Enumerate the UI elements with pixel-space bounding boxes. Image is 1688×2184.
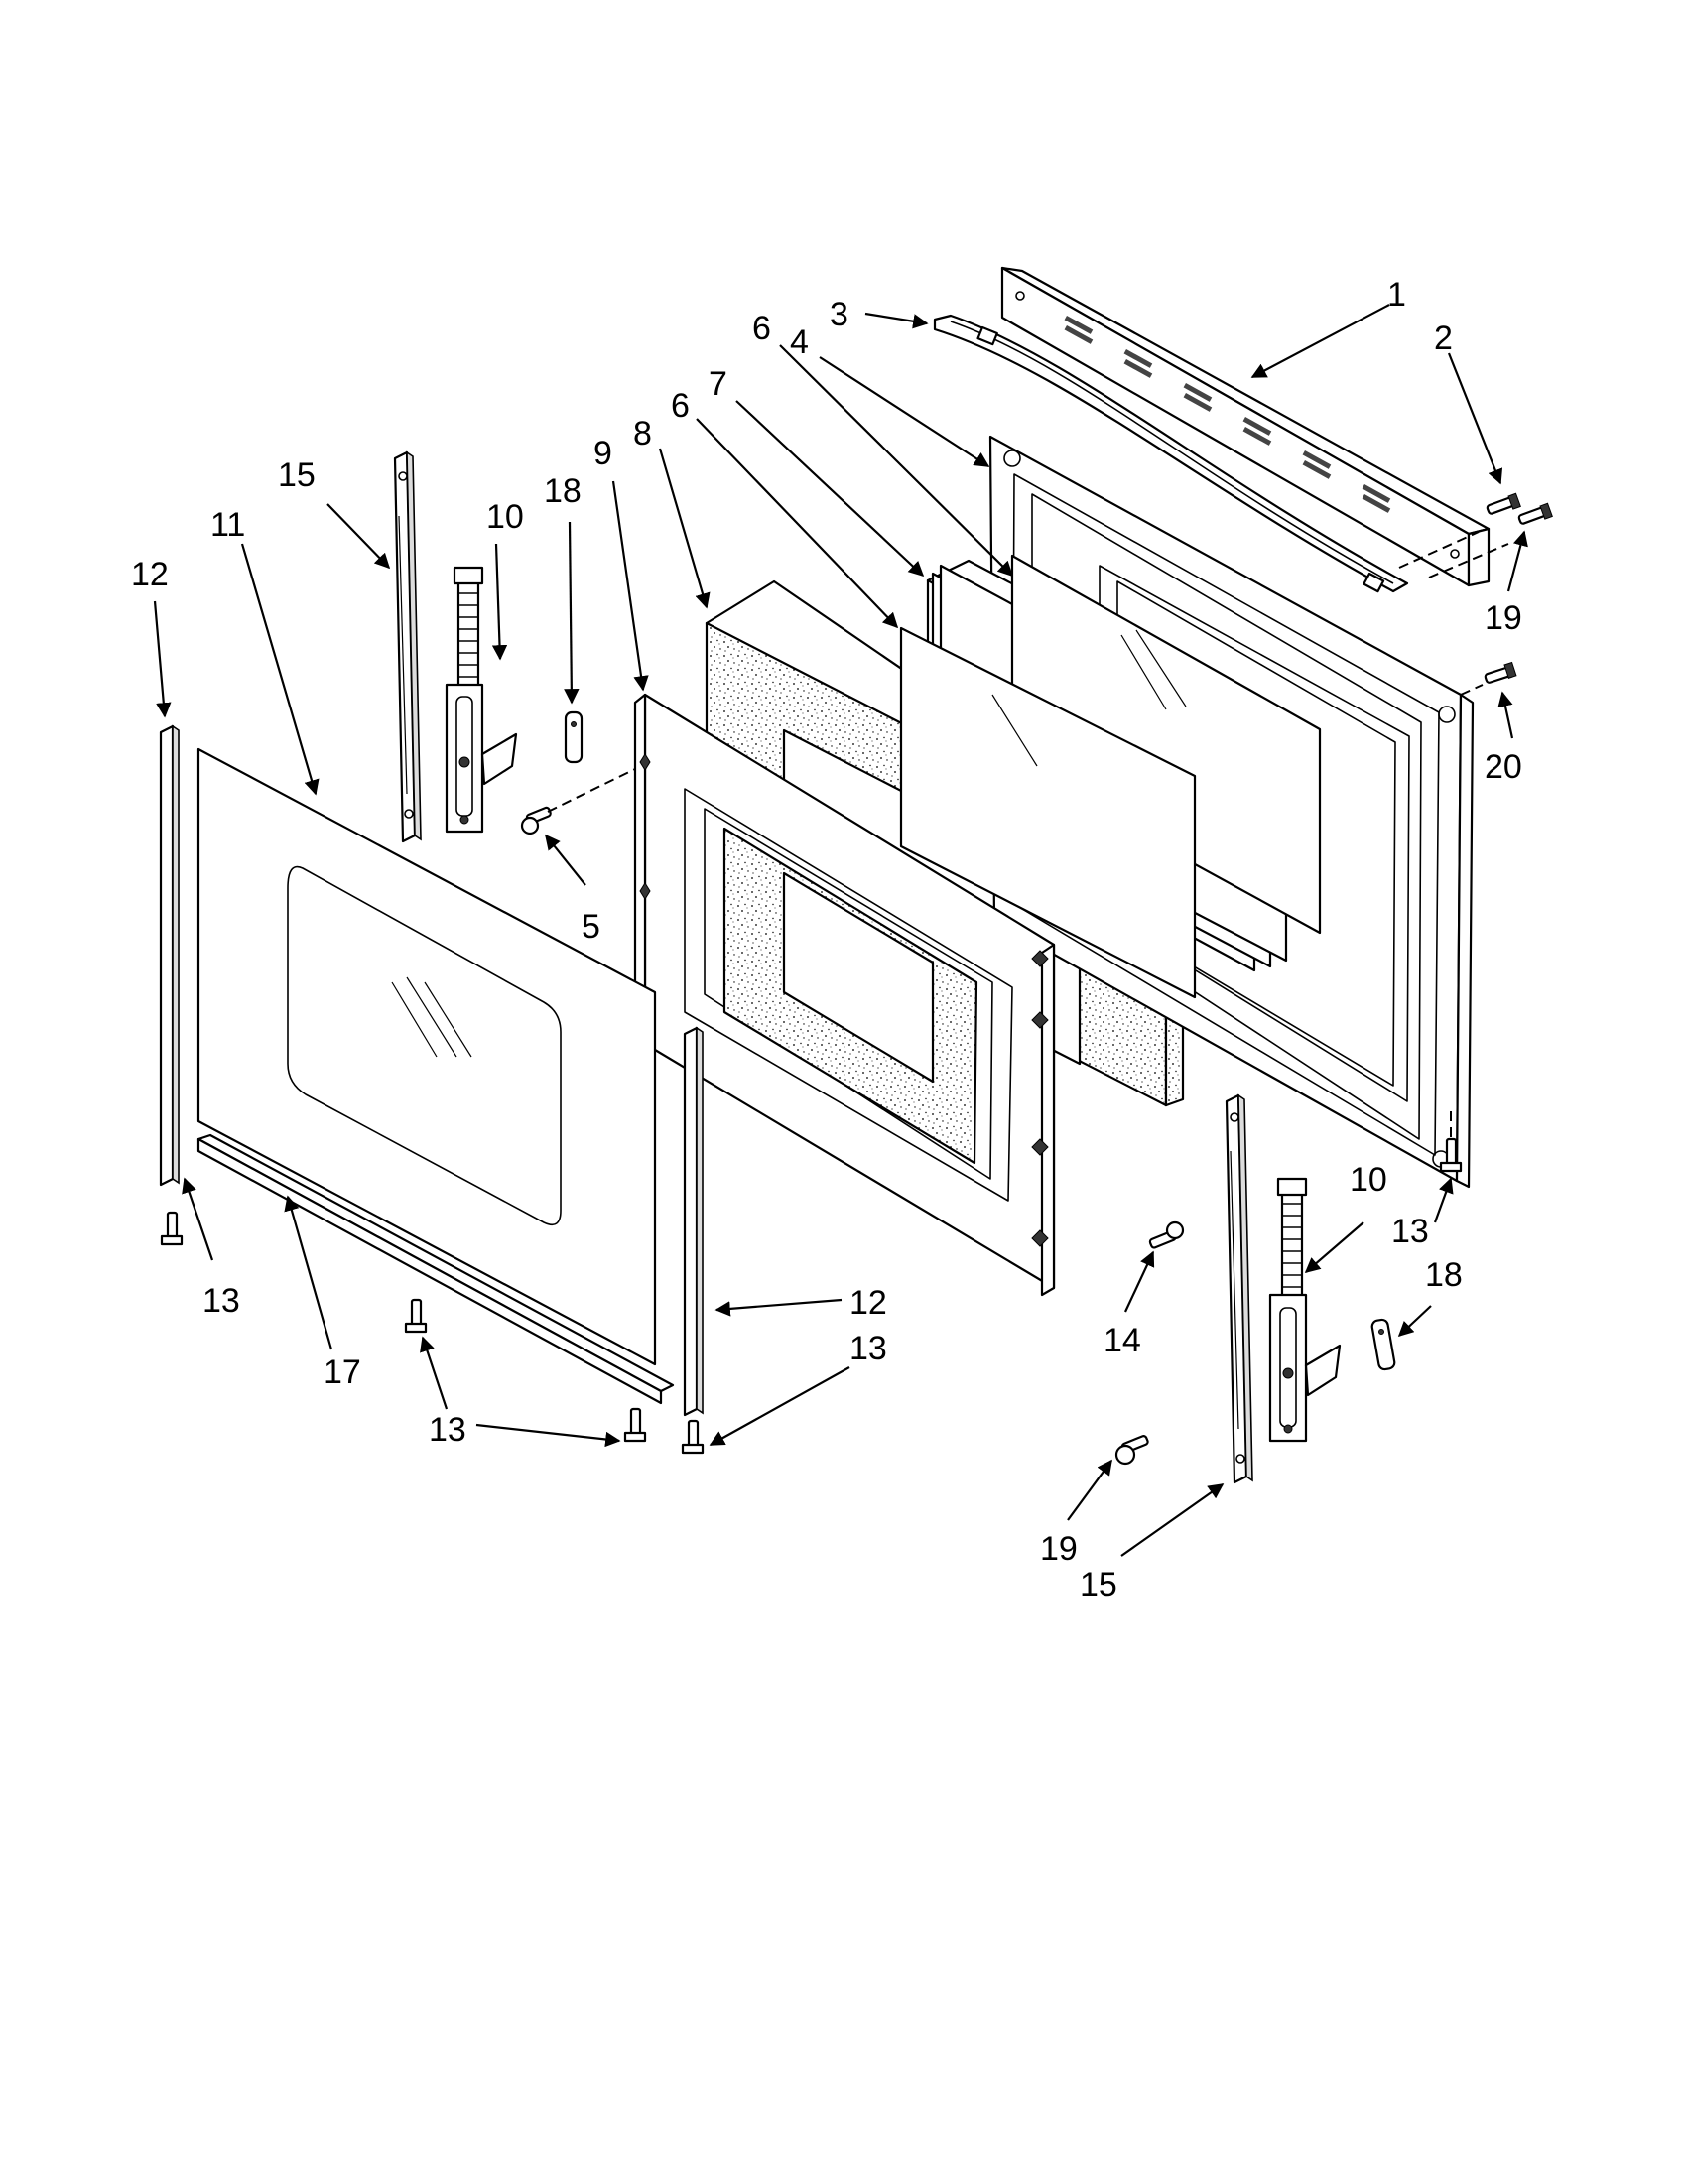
callout-1: 1 <box>1387 276 1406 314</box>
callout-5: 5 <box>582 908 600 946</box>
callout-10-left: 10 <box>486 498 524 536</box>
callout-14: 14 <box>1104 1322 1141 1359</box>
callout-11: 11 <box>210 506 245 544</box>
side-trim-right <box>683 1026 704 1417</box>
hinge-left <box>445 566 518 834</box>
bottom-trim <box>196 1133 675 1405</box>
callout-15-right: 15 <box>1080 1566 1117 1604</box>
callout-13-left: 13 <box>202 1282 240 1320</box>
callout-13-center: 13 <box>429 1411 466 1449</box>
callout-15-left: 15 <box>278 456 316 494</box>
callout-7: 7 <box>709 365 727 403</box>
top-trim-vent <box>1000 266 1491 587</box>
callout-18-left: 18 <box>544 472 582 510</box>
callout-6-upper: 6 <box>752 310 771 347</box>
callout-13-right: 13 <box>1391 1213 1429 1250</box>
hinge-receiver-left <box>393 450 422 843</box>
inner-glass <box>899 626 1197 999</box>
callout-10-right: 10 <box>1350 1161 1387 1199</box>
callout-12-right: 12 <box>849 1284 887 1322</box>
leader-lines <box>153 304 1528 1557</box>
callout-2: 2 <box>1434 320 1453 357</box>
callout-6-lower: 6 <box>671 387 690 425</box>
screw-13-left <box>160 1211 184 1246</box>
screw-2 <box>1486 492 1521 515</box>
screw-20 <box>1484 661 1517 684</box>
screw-13-bottom <box>623 1407 647 1443</box>
callout-20: 20 <box>1485 748 1522 786</box>
screw-5 <box>520 806 552 835</box>
callout-labels: 1 2 3 4 5 6 6 7 8 9 10 10 11 12 12 13 13… <box>131 276 1522 1604</box>
screw-19-top <box>1517 502 1553 525</box>
callout-17: 17 <box>324 1353 361 1391</box>
callout-13-bottom-right: 13 <box>849 1330 887 1367</box>
screw-14 <box>1148 1220 1185 1249</box>
hinge-right <box>1268 1177 1342 1443</box>
callout-18-right: 18 <box>1425 1256 1463 1294</box>
hinge-clip-left <box>564 710 584 764</box>
hinge-receiver-right <box>1225 1093 1253 1484</box>
inner-door-panel <box>633 693 1056 1297</box>
door-handle <box>933 314 1409 593</box>
hinge-clip-right <box>1370 1318 1396 1371</box>
callout-8: 8 <box>633 415 652 452</box>
callout-19-top: 19 <box>1485 599 1522 637</box>
screw-13-right <box>1439 1137 1463 1173</box>
callout-9: 9 <box>593 435 612 472</box>
callout-3: 3 <box>830 296 848 333</box>
callout-12-left: 12 <box>131 556 169 593</box>
screw-13-trim <box>681 1419 705 1455</box>
screw-13-center <box>404 1298 428 1334</box>
callout-4: 4 <box>790 323 809 361</box>
side-trim-left <box>159 724 180 1187</box>
screw-19-bottom <box>1114 1435 1149 1466</box>
outer-door-panel <box>196 747 657 1366</box>
callout-19-bottom: 19 <box>1040 1530 1078 1568</box>
